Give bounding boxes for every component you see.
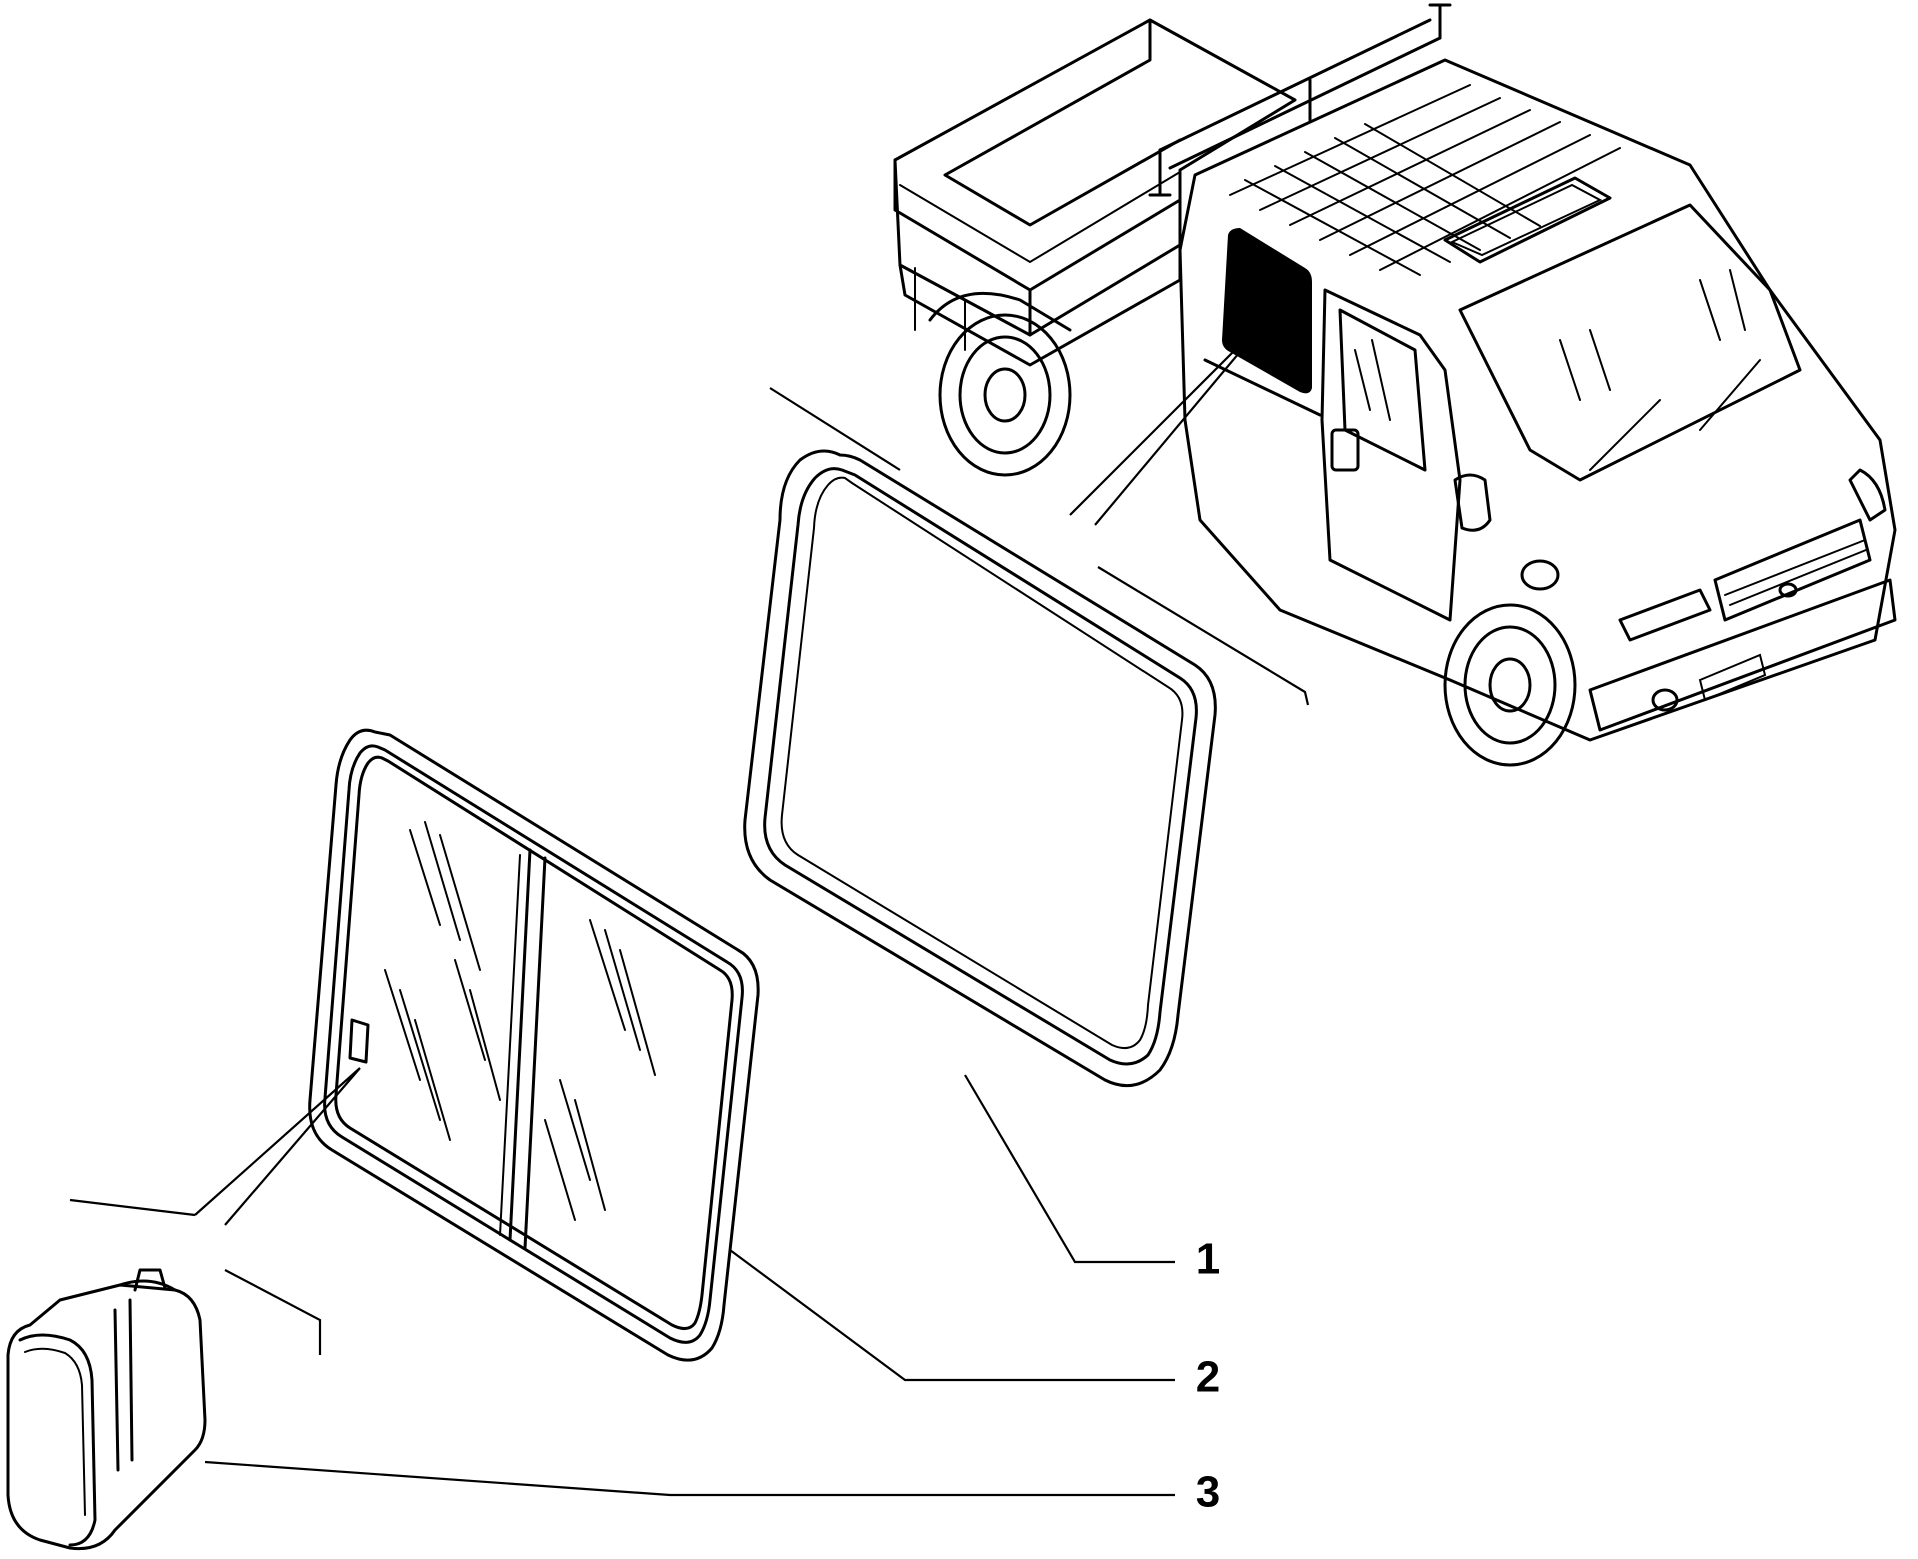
roof-rack	[1148, 3, 1452, 197]
callout-label-1: 1	[1196, 1235, 1220, 1284]
callout-3: 3	[204, 1460, 1220, 1517]
front-wheel	[1443, 603, 1577, 767]
callout-1: 1	[964, 1074, 1220, 1284]
part-1-window-seal	[743, 387, 1310, 1088]
cab	[1178, 58, 1897, 742]
part-3-window-latch	[6, 1268, 207, 1551]
callout-2: 2	[729, 1249, 1220, 1402]
rear-wheel	[928, 291, 1072, 477]
part-2-sliding-window-glass	[69, 728, 760, 1362]
callout-label-3: 3	[1196, 1468, 1220, 1517]
callout-label-2: 2	[1196, 1353, 1220, 1402]
pickup-truck-illustration	[893, 3, 1897, 767]
cargo-bed	[893, 18, 1297, 367]
